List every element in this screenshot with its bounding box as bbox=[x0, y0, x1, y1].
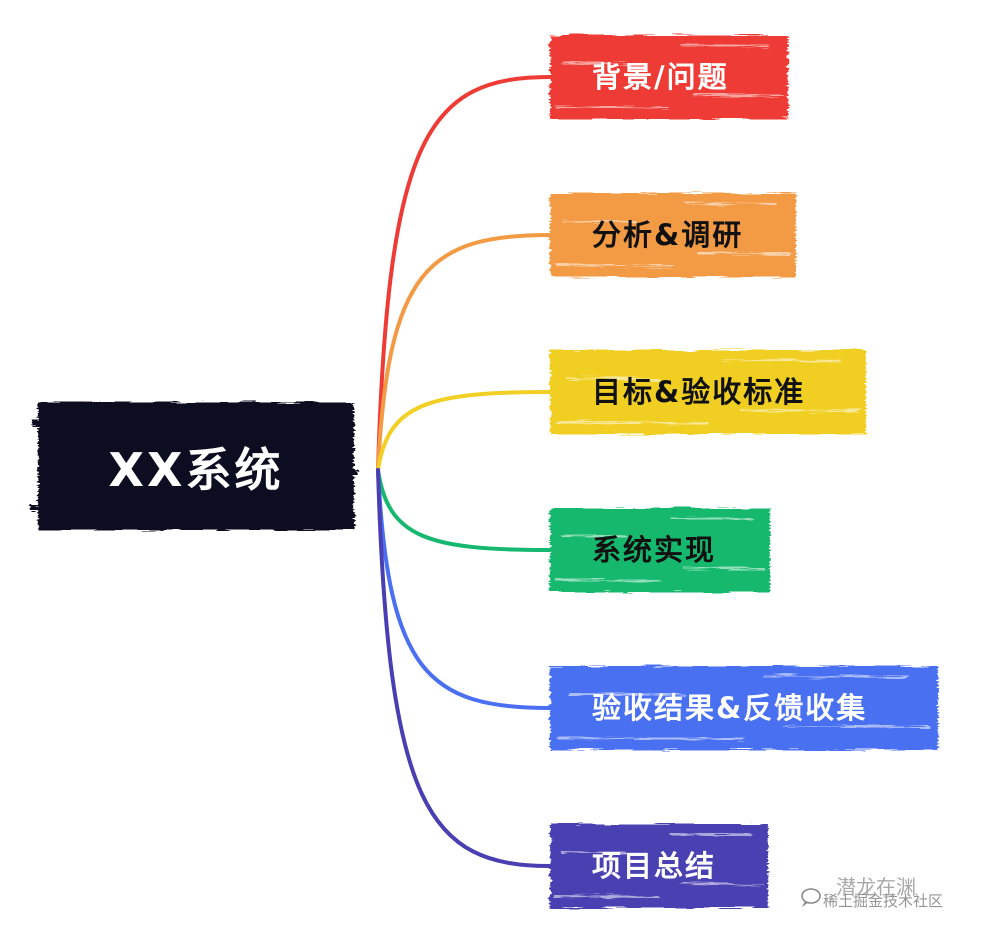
branch-connectors bbox=[376, 75, 552, 868]
branch-node-label: 目标&验收标准 bbox=[592, 375, 805, 409]
watermark: 潜龙在渊 稀土掘金技术社区 bbox=[801, 875, 943, 910]
branch-node-background bbox=[550, 350, 866, 434]
branch-connector-5 bbox=[376, 468, 552, 710]
branch-node-5[interactable]: 验收结果&反馈收集 bbox=[550, 666, 938, 750]
branch-node-background bbox=[550, 193, 796, 277]
branch-node-3[interactable]: 目标&验收标准 bbox=[550, 350, 866, 434]
branch-connector-3 bbox=[376, 390, 552, 472]
branch-node-label: 系统实现 bbox=[592, 533, 716, 567]
branch-node-label: 背景/问题 bbox=[592, 60, 729, 94]
branch-node-1[interactable]: 背景/问题 bbox=[550, 35, 788, 119]
root-node-label: XX系统 bbox=[109, 443, 284, 497]
watermark-title: 潜龙在渊 bbox=[836, 875, 916, 899]
branch-node-label: 验收结果&反馈收集 bbox=[592, 691, 867, 725]
branch-connector-6 bbox=[376, 468, 552, 868]
branch-node-6[interactable]: 项目总结 bbox=[550, 824, 768, 908]
branch-node-4[interactable]: 系统实现 bbox=[550, 508, 770, 592]
branch-node-background bbox=[550, 666, 938, 750]
branch-connector-1 bbox=[376, 75, 552, 472]
branch-node-background bbox=[550, 824, 768, 908]
root-node[interactable]: XX系统 bbox=[30, 402, 358, 530]
branch-node-2[interactable]: 分析&调研 bbox=[550, 193, 796, 277]
branch-connector-4 bbox=[376, 468, 552, 552]
watermark-subtitle: 稀土掘金技术社区 bbox=[823, 892, 943, 910]
branch-node-label: 分析&调研 bbox=[592, 218, 743, 252]
branch-connector-2 bbox=[376, 233, 552, 472]
branch-node-label: 项目总结 bbox=[592, 849, 716, 883]
root-node-background bbox=[30, 402, 358, 530]
branch-node-background bbox=[550, 508, 770, 592]
chat-bubble-icon bbox=[801, 888, 821, 907]
branch-node-background bbox=[550, 35, 788, 119]
